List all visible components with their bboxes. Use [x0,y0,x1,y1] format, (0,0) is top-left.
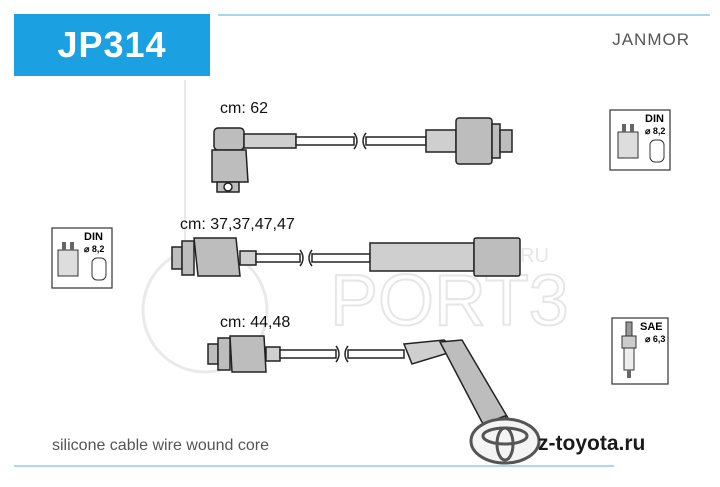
cable-length-label: cm: 37,37,47,47 [180,216,295,233]
cable-description: silicone cable wire wound core [52,437,269,454]
din-label-left: DIN [84,231,103,243]
din-connector-icon: DIN ⌀ 8,2 [609,109,671,171]
cable-length-label: cm: 62 [220,100,269,117]
part-number-badge: JP314 [14,14,210,76]
cable-1 [211,117,513,193]
header-rule [218,14,710,16]
watermark: PORT3 RU [141,80,570,374]
din-size-left: ⌀ 8,2 [84,244,104,254]
watermark-suffix: RU [520,245,549,267]
footer-rule [14,465,614,467]
sae-size: ⌀ 6,3 [645,334,665,344]
din-size-top: ⌀ 8,2 [645,126,665,136]
din-connector-icon: DIN ⌀ 8,2 [51,227,113,289]
watermark-text: PORT3 [330,261,569,341]
brand-name: JANMOR [612,30,690,49]
part-number: JP314 [57,24,167,65]
cable-length-label: cm: 44,48 [220,314,291,331]
din-label-top: DIN [645,113,664,125]
sae-spark-plug-icon: SAE ⌀ 6,3 [611,317,669,385]
cable-2 [171,237,521,277]
website-link[interactable]: z-toyota.ru [538,432,646,455]
toyota-logo-icon [469,417,541,465]
cable-3 [207,335,511,438]
sae-label: SAE [640,321,663,333]
